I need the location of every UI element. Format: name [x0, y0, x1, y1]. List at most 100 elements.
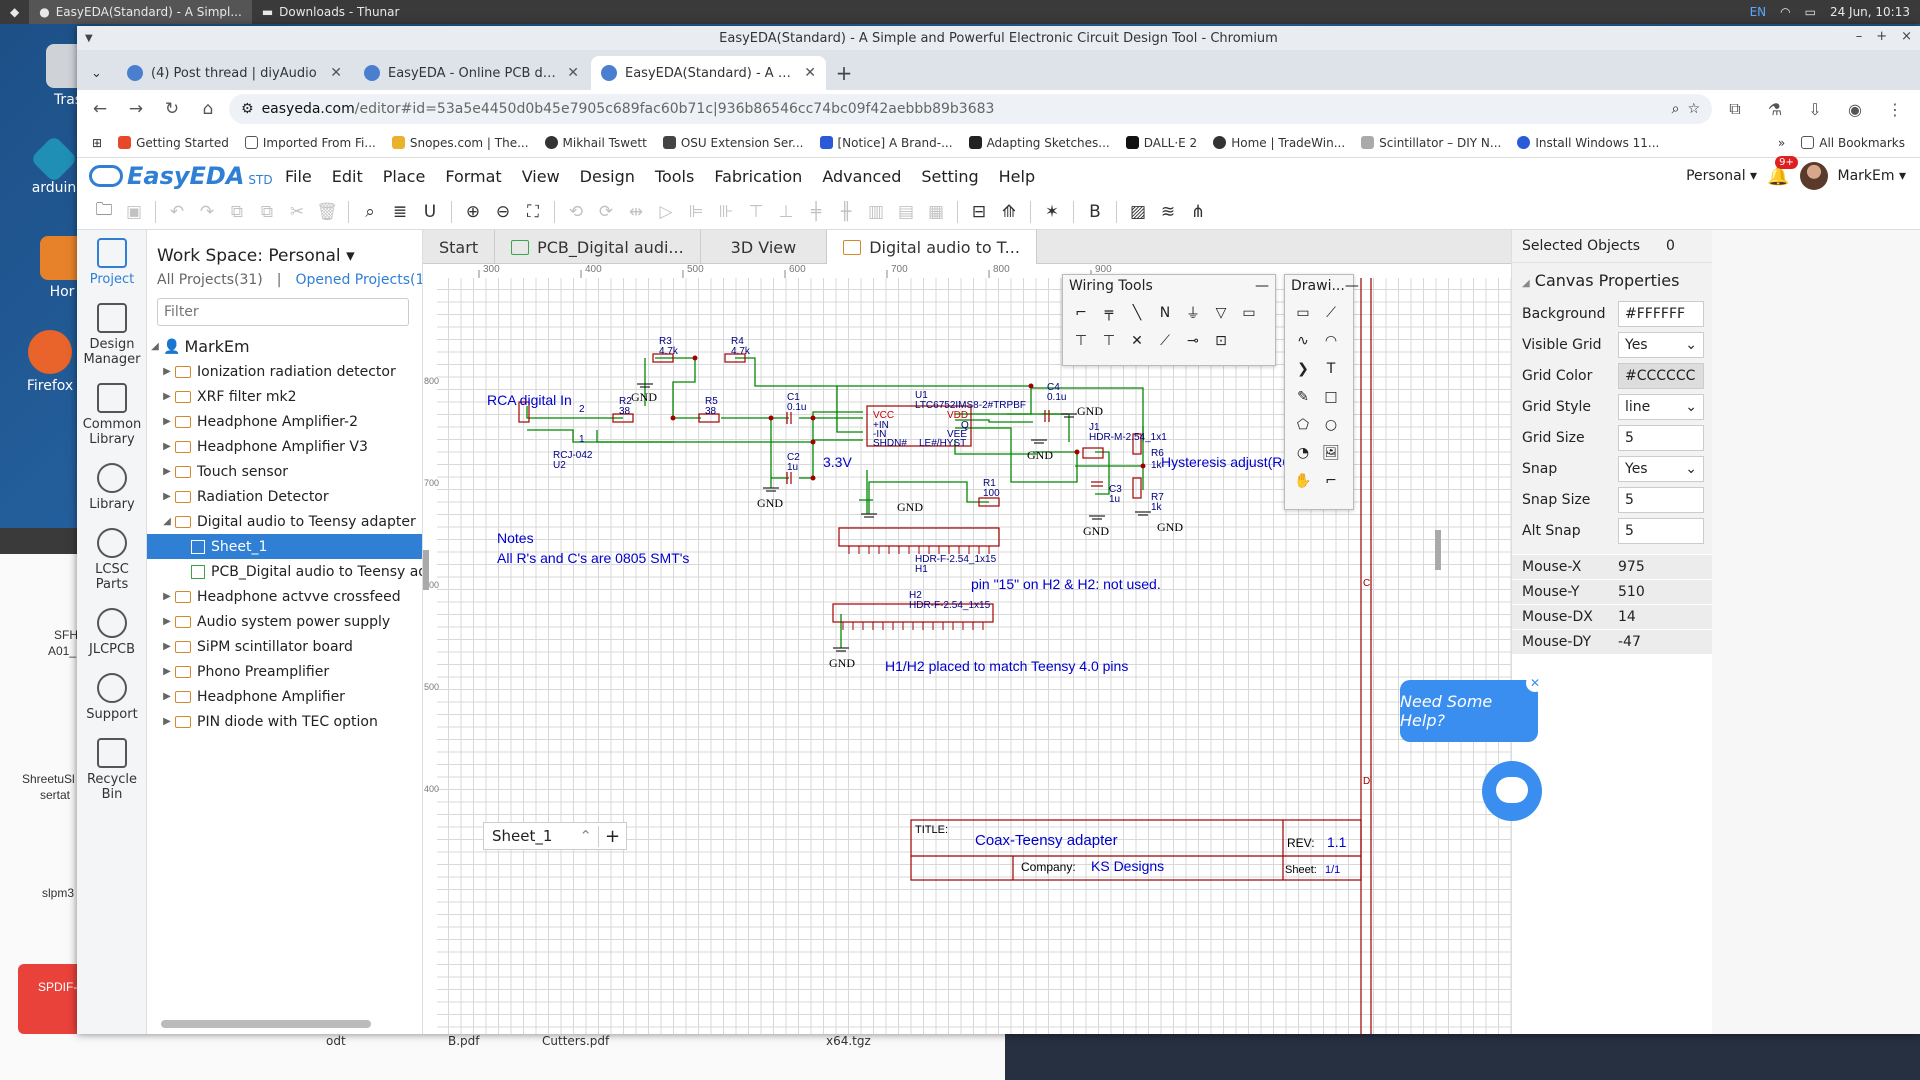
menu-file[interactable]: File — [285, 166, 312, 186]
value[interactable]: 1k — [1151, 460, 1162, 471]
value[interactable]: 0.1u — [1047, 392, 1067, 403]
tree-project[interactable]: ▶XRF filter mk2 — [147, 384, 422, 409]
bookmark[interactable]: Getting Started — [111, 136, 236, 150]
chevron-up-icon[interactable]: ⌃ — [579, 827, 592, 845]
schematic-text[interactable]: RCA digital In — [487, 392, 572, 408]
net-label-3v3[interactable]: 3.3V — [823, 454, 852, 470]
tree-project[interactable]: ▶Headphone Amplifier V3 — [147, 434, 422, 459]
designator[interactable]: U1 — [915, 390, 928, 401]
download-icon[interactable]: ⇩ — [1808, 99, 1822, 119]
minimize-icon[interactable]: — — [1255, 278, 1269, 294]
file-label[interactable]: SFH — [54, 628, 78, 642]
align-center-v-icon[interactable]: ╪ — [810, 201, 822, 222]
labs-icon[interactable]: ⚗ — [1767, 99, 1783, 119]
flip-horizontal-icon[interactable]: ⇹ — [628, 201, 644, 222]
probe-icon[interactable]: ⟋ — [1160, 333, 1170, 349]
tab-search-button[interactable]: ⌄ — [85, 56, 115, 90]
value[interactable]: 4.7k — [659, 346, 678, 357]
designator[interactable]: C1 — [787, 392, 800, 403]
chevron-right-icon[interactable]: ▶ — [163, 391, 171, 402]
align-grid-icon[interactable]: ▦ — [927, 201, 945, 222]
bookmark[interactable]: Scintillator – DIY N... — [1354, 136, 1508, 150]
ellipse-icon[interactable]: ○ — [1324, 417, 1338, 433]
redo-icon[interactable]: ↷ — [199, 201, 215, 222]
title-block-company[interactable]: KS Designs — [1091, 858, 1165, 874]
designator[interactable]: R1 — [983, 478, 996, 489]
sheet-tab[interactable]: Sheet_1 — [492, 827, 553, 845]
chevron-right-icon[interactable]: ▶ — [163, 616, 171, 627]
designator[interactable]: C4 — [1047, 382, 1060, 393]
designator[interactable]: U2 — [553, 460, 566, 471]
pie-icon[interactable]: ◔ — [1296, 445, 1310, 461]
chevron-right-icon[interactable]: ▶ — [163, 441, 171, 452]
open-folder-icon[interactable]: 🗀 — [95, 200, 113, 220]
extensions-icon[interactable]: ⧉ — [1729, 99, 1741, 118]
file-label[interactable]: ShreetuSl — [22, 772, 75, 786]
chevron-right-icon[interactable]: ▶ — [163, 491, 171, 502]
panel-collapse-handle-right[interactable] — [1435, 530, 1441, 570]
tab-all-projects[interactable]: All Projects(31) — [157, 272, 263, 288]
value[interactable]: 38 — [619, 406, 631, 417]
nav-design-manager[interactable]: Design Manager — [77, 295, 147, 375]
designator[interactable]: R2 — [619, 396, 632, 407]
align-left-icon[interactable]: ⊫ — [688, 201, 704, 222]
tree-project[interactable]: ▶Ionization radiation detector — [147, 359, 422, 384]
tree-project[interactable]: ◢Digital audio to Teensy adapter — [147, 509, 422, 534]
tree-project[interactable]: ▶Touch sensor — [147, 459, 422, 484]
kebab-menu-icon[interactable]: ⋮ — [1887, 99, 1903, 119]
doc-tab-pcb[interactable]: PCB_Digital audi... — [495, 230, 701, 264]
close-icon[interactable]: × — [1901, 29, 1912, 44]
grid-size-input[interactable]: 5 — [1618, 424, 1704, 451]
browser-tab-diyaudio[interactable]: (4) Post thread | diyAudio✕ — [117, 56, 352, 90]
rotate-icon[interactable]: ⟲ — [568, 201, 584, 222]
chevron-right-icon[interactable]: ▶ — [163, 691, 171, 702]
menu-format[interactable]: Format — [445, 166, 502, 186]
forward-icon[interactable]: → — [128, 99, 144, 119]
maximize-icon[interactable]: + — [1876, 29, 1888, 44]
help-popup[interactable]: Need Some Help? ✕ — [1400, 674, 1544, 742]
desktop-icon-arduino[interactable]: arduin — [14, 134, 94, 196]
pan-hand-icon[interactable]: ✋ — [1294, 473, 1312, 489]
chevron-right-icon[interactable]: ▶ — [163, 666, 171, 677]
file-label[interactable]: odt — [326, 1034, 346, 1048]
window-titlebar[interactable]: ▼ EasyEDA(Standard) - A Simple and Power… — [77, 26, 1920, 50]
image-icon[interactable]: 🖼 — [1322, 445, 1340, 461]
rectangle-icon[interactable]: □ — [1324, 389, 1338, 405]
share-icon[interactable]: ⋔ — [1190, 201, 1206, 222]
vcc-flag-icon[interactable]: ⊤ — [1074, 333, 1088, 349]
nav-common-library[interactable]: Common Library — [77, 375, 147, 455]
bookmark[interactable]: Home | TradeWin... — [1206, 136, 1352, 150]
bookmark[interactable]: [Notice] A Brand-... — [813, 136, 960, 150]
image-export-icon[interactable]: ▨ — [1129, 201, 1147, 222]
menu-place[interactable]: Place — [382, 166, 426, 186]
bus-icon[interactable]: ╤ — [1104, 305, 1114, 321]
browser-tab-easyeda-online[interactable]: EasyEDA - Online PCB design✕ — [354, 56, 589, 90]
reload-icon[interactable]: ↻ — [164, 99, 180, 119]
designator[interactable]: R4 — [731, 336, 744, 347]
bookmark[interactable]: Imported From Fi... — [238, 136, 383, 150]
wiring-tools-header[interactable]: Wiring Tools— — [1069, 278, 1269, 294]
tree-project[interactable]: ▶Headphone Amplifier-2 — [147, 409, 422, 434]
snap-size-input[interactable]: 5 — [1618, 486, 1704, 513]
layers-icon[interactable]: ≋ — [1160, 201, 1176, 222]
part-number[interactable]: HDR-F-2.54_1x15 — [909, 600, 991, 611]
arc-icon[interactable]: ◠ — [1324, 333, 1338, 349]
file-label[interactable]: Cutters.pdf — [542, 1034, 610, 1048]
designator[interactable]: J1 — [1089, 422, 1100, 433]
desktop-icon-home[interactable]: Hor — [22, 236, 102, 300]
workspace-dropdown[interactable]: Personal ▾ — [1686, 168, 1758, 184]
filter-input[interactable] — [157, 298, 409, 326]
menu-help[interactable]: Help — [998, 166, 1036, 186]
paste-icon[interactable]: ⧉ — [260, 201, 274, 222]
apps-icon[interactable]: ⊞ — [92, 135, 103, 150]
chat-button[interactable] — [1482, 761, 1542, 821]
plus5v-flag-icon[interactable]: ⊤ — [1102, 333, 1116, 349]
doc-tab-schematic[interactable]: Digital audio to T... — [827, 230, 1037, 264]
battery-icon[interactable]: ▭ — [1804, 5, 1816, 19]
value[interactable]: 0.1u — [787, 402, 807, 413]
part-number[interactable]: HDR-M-2.54_1x1 — [1089, 432, 1167, 443]
workspace-selector[interactable]: Work Space: Personal ▾ — [157, 246, 355, 266]
doc-tab-3d-view[interactable]: 3D View — [701, 230, 828, 264]
title-block-rev[interactable]: 1.1 — [1327, 834, 1347, 850]
gnd-label[interactable]: GND — [1083, 524, 1109, 538]
